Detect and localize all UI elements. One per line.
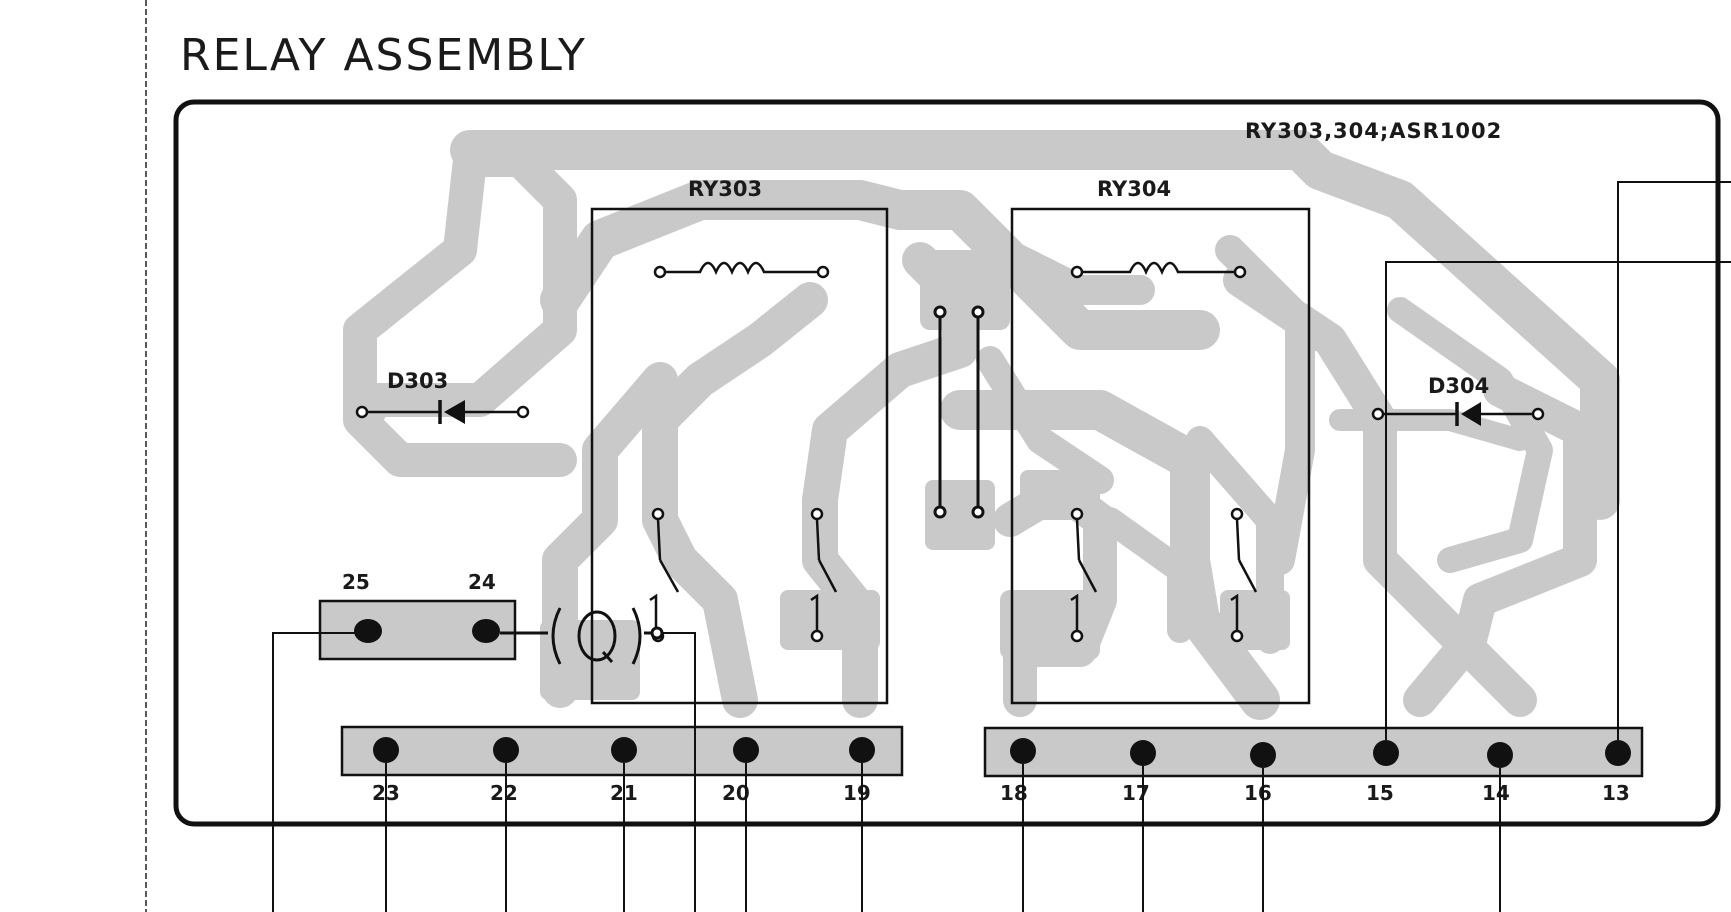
- pin-14-pad: [1487, 742, 1513, 768]
- relay-ry303-body: [590, 207, 889, 705]
- connector-23-19: 23 22 21 20 19: [340, 725, 904, 805]
- connector-18-13: 18 17 16 15 14 13: [983, 726, 1644, 805]
- relay-ry304-contacts: [1070, 507, 1258, 643]
- relay-ry304-body: [1010, 207, 1311, 705]
- relay-ry304: RY304: [1010, 177, 1311, 705]
- relay-ry304-coil: [1070, 261, 1247, 279]
- connector-25-24: 25 24: [318, 570, 517, 661]
- diode-d303-label: D303: [387, 369, 448, 393]
- pin-19-pad: [849, 737, 875, 763]
- pin-15-label: 15: [1366, 781, 1394, 805]
- relay-ry303-coil: [653, 261, 830, 279]
- pin-14-label: 14: [1482, 781, 1510, 805]
- pin-19-label: 19: [843, 781, 871, 805]
- relay-ry304-label: RY304: [1097, 177, 1171, 201]
- relay-ry303: RY303: [590, 177, 889, 705]
- pin-17-pad: [1130, 740, 1156, 766]
- relay-ry303-contacts: [649, 507, 838, 643]
- jumper-wires: [933, 305, 985, 519]
- pin-16-label: 16: [1244, 781, 1272, 805]
- pin-13-label: 13: [1602, 781, 1630, 805]
- diode-d304-symbol: [1461, 402, 1481, 426]
- diode-d304: D304: [1371, 374, 1545, 426]
- diagram-title: RELAY ASSEMBLY: [180, 30, 587, 81]
- pin-22-pad: [493, 737, 519, 763]
- pin-18-pad: [1010, 738, 1036, 764]
- diode-d303: D303: [355, 369, 530, 424]
- connector-18-13-body: [983, 726, 1644, 778]
- pin-13-pad: [1605, 740, 1631, 766]
- pin-20-pad: [733, 737, 759, 763]
- pin-24-label: 24: [468, 570, 496, 594]
- board-outline: [173, 99, 1721, 827]
- pin-25-pad: [354, 619, 382, 643]
- pin-25-label: 25: [342, 570, 370, 594]
- diode-d304-label: D304: [1428, 374, 1489, 398]
- copper-traces: [343, 130, 1620, 720]
- coupler-component: [500, 607, 664, 665]
- pin-17-label: 17: [1122, 781, 1150, 805]
- pin-21-pad: [611, 737, 637, 763]
- pin-22-label: 22: [490, 781, 518, 805]
- pin-15-pad: [1373, 740, 1399, 766]
- diode-d303-symbol: [444, 400, 465, 424]
- part-note: RY303,304;ASR1002: [1245, 119, 1502, 143]
- pin-16-pad: [1250, 742, 1276, 768]
- relay-ry303-label: RY303: [688, 177, 762, 201]
- pin-24-pad: [472, 619, 500, 643]
- pin-23-pad: [373, 737, 399, 763]
- external-leads: [272, 181, 1731, 912]
